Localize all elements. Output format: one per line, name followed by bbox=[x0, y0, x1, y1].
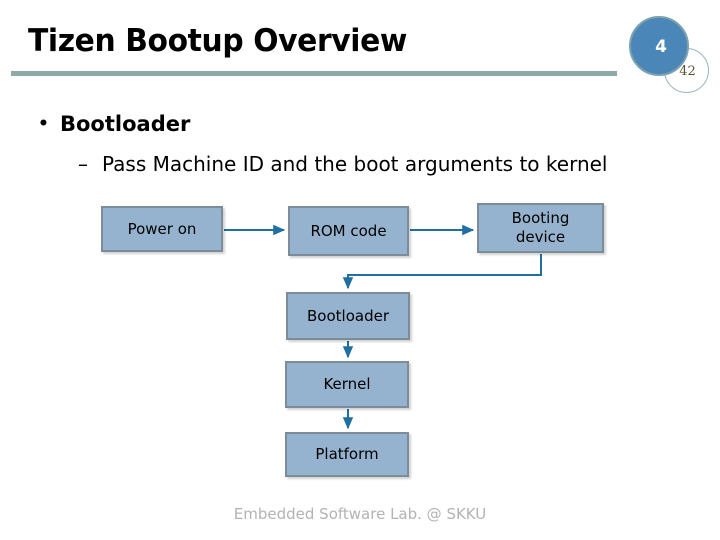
node-label: Platform bbox=[315, 445, 379, 464]
node-label: Kernel bbox=[323, 375, 371, 394]
bullet-level1: • Bootloader bbox=[38, 112, 190, 136]
badge-small-number: 42 bbox=[679, 64, 696, 79]
diagram-node-power-on: Power on bbox=[101, 206, 223, 252]
page-number-badge: 42 4 bbox=[623, 10, 713, 105]
dash-marker-icon: – bbox=[78, 152, 88, 176]
diagram-node-platform: Platform bbox=[285, 432, 409, 477]
bullet-level2: –Pass Machine ID and the boot arguments … bbox=[78, 152, 607, 176]
badge-large-circle: 4 bbox=[629, 16, 689, 76]
node-label-line2: device bbox=[515, 228, 566, 246]
footer-text: Embedded Software Lab. @ SKKU bbox=[233, 505, 487, 523]
node-label-line1: Booting bbox=[511, 209, 570, 228]
node-label: Bootloader bbox=[307, 306, 389, 325]
page-title: Tizen Bootup Overview bbox=[28, 23, 407, 59]
node-label: Power on bbox=[127, 219, 197, 238]
bullet-level2-label: Pass Machine ID and the boot arguments t… bbox=[102, 152, 608, 176]
bullet-marker-icon: • bbox=[38, 114, 49, 134]
diagram-node-kernel: Kernel bbox=[285, 361, 409, 408]
node-label: ROM code bbox=[310, 221, 387, 240]
badge-large-number: 4 bbox=[655, 37, 667, 57]
diagram-node-bootloader: Bootloader bbox=[286, 292, 410, 340]
diagram-node-rom-code: ROM code bbox=[288, 206, 409, 256]
bullet-level1-label: Bootloader bbox=[60, 112, 191, 136]
title-divider bbox=[11, 71, 617, 76]
